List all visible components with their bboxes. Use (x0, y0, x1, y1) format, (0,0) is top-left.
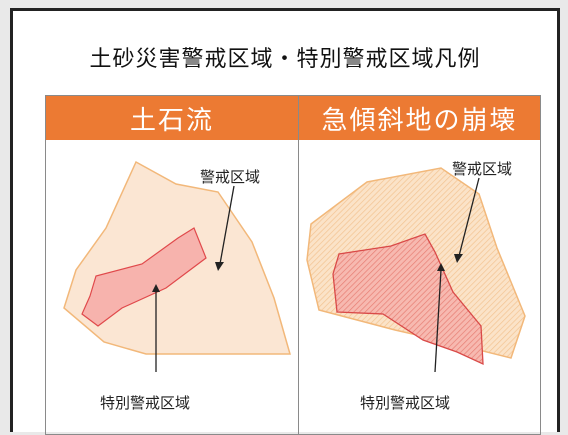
legend-frame: 土砂災害警戒区域・特別警戒区域凡例 土石流 急傾斜地の崩壊 警戒区域 特別警戒区… (10, 8, 560, 435)
debris-special-zone (81, 227, 207, 327)
header-steep-slope: 急傾斜地の崩壊 (299, 96, 540, 140)
legend-table: 土石流 急傾斜地の崩壊 警戒区域 特別警戒区域 (45, 95, 541, 435)
debris-warning-label: 警戒区域 (200, 168, 261, 186)
legend-title: 土砂災害警戒区域・特別警戒区域凡例 (89, 47, 481, 72)
debris-special-label: 特別警戒区域 (100, 394, 191, 412)
slope-special-zone (332, 233, 484, 366)
warning-leader-arrowhead (215, 262, 224, 271)
warning-leader-line (219, 185, 235, 265)
slope-special-label: 特別警戒区域 (360, 394, 451, 412)
debris-flow-diagram (63, 160, 291, 372)
header-debris-flow: 土石流 (46, 96, 298, 140)
steep-slope-diagram (306, 167, 526, 373)
slope-warning-label: 警戒区域 (452, 160, 513, 178)
warning-leader-arrowhead (454, 254, 463, 263)
special-leader-arrowhead (437, 263, 445, 271)
warning-leader-line (458, 177, 480, 257)
column-divider (298, 96, 299, 434)
special-leader-arrowhead (152, 284, 160, 292)
special-leader-line (434, 269, 442, 373)
